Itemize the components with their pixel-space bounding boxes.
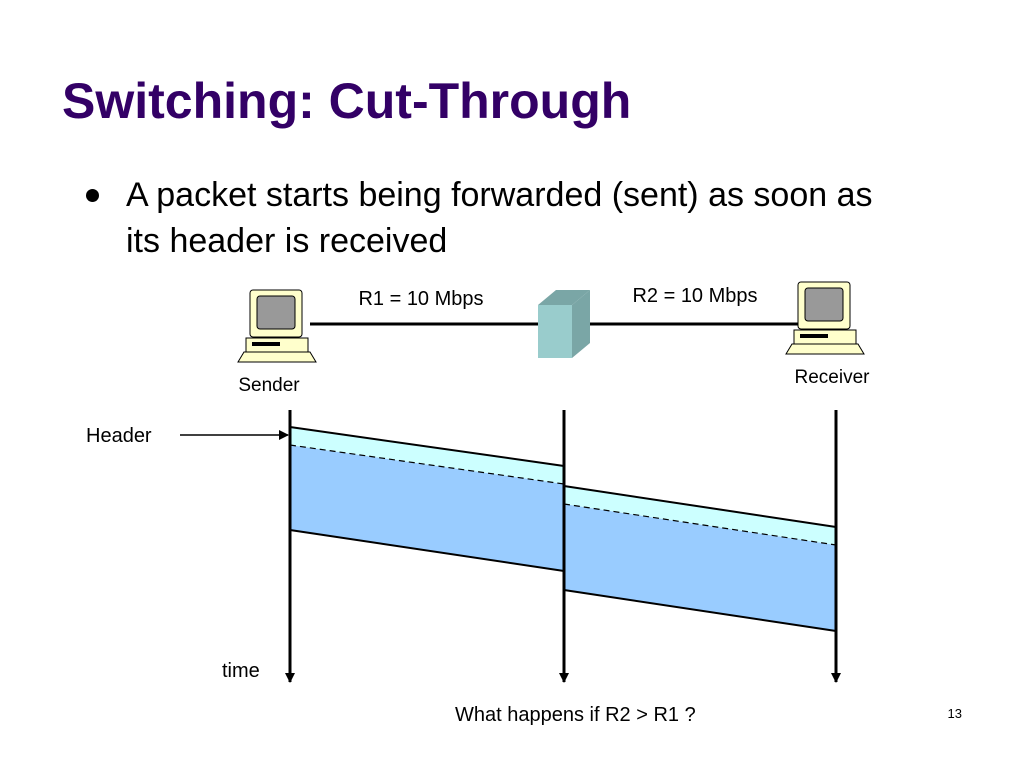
question-label: What happens if R2 > R1 ? — [455, 704, 696, 726]
page-number: 13 — [947, 706, 962, 721]
link-r2-label: R2 = 10 Mbps — [632, 285, 757, 307]
header-label: Header — [86, 425, 152, 447]
packet-link2 — [563, 485, 837, 632]
packet-link1-header — [290, 427, 564, 484]
bullet-text: A packet starts being forwarded (sent) a… — [126, 176, 873, 260]
link-r1-label: R1 = 10 Mbps — [358, 288, 483, 310]
sender-label: Sender — [238, 375, 300, 396]
bullet-list: A packet starts being forwarded (sent) a… — [86, 172, 886, 264]
sender-computer-icon — [237, 289, 317, 363]
slide-title: Switching: Cut-Through — [62, 73, 632, 129]
time-label: time — [222, 660, 260, 682]
packet-link2-header — [564, 486, 836, 545]
packet-link1 — [289, 426, 565, 572]
bullet-item: A packet starts being forwarded (sent) a… — [86, 172, 886, 264]
receiver-computer-icon — [785, 281, 865, 355]
switch-box-icon — [538, 290, 590, 358]
receiver-label: Receiver — [795, 367, 871, 388]
bullet-dot-icon — [86, 189, 99, 202]
